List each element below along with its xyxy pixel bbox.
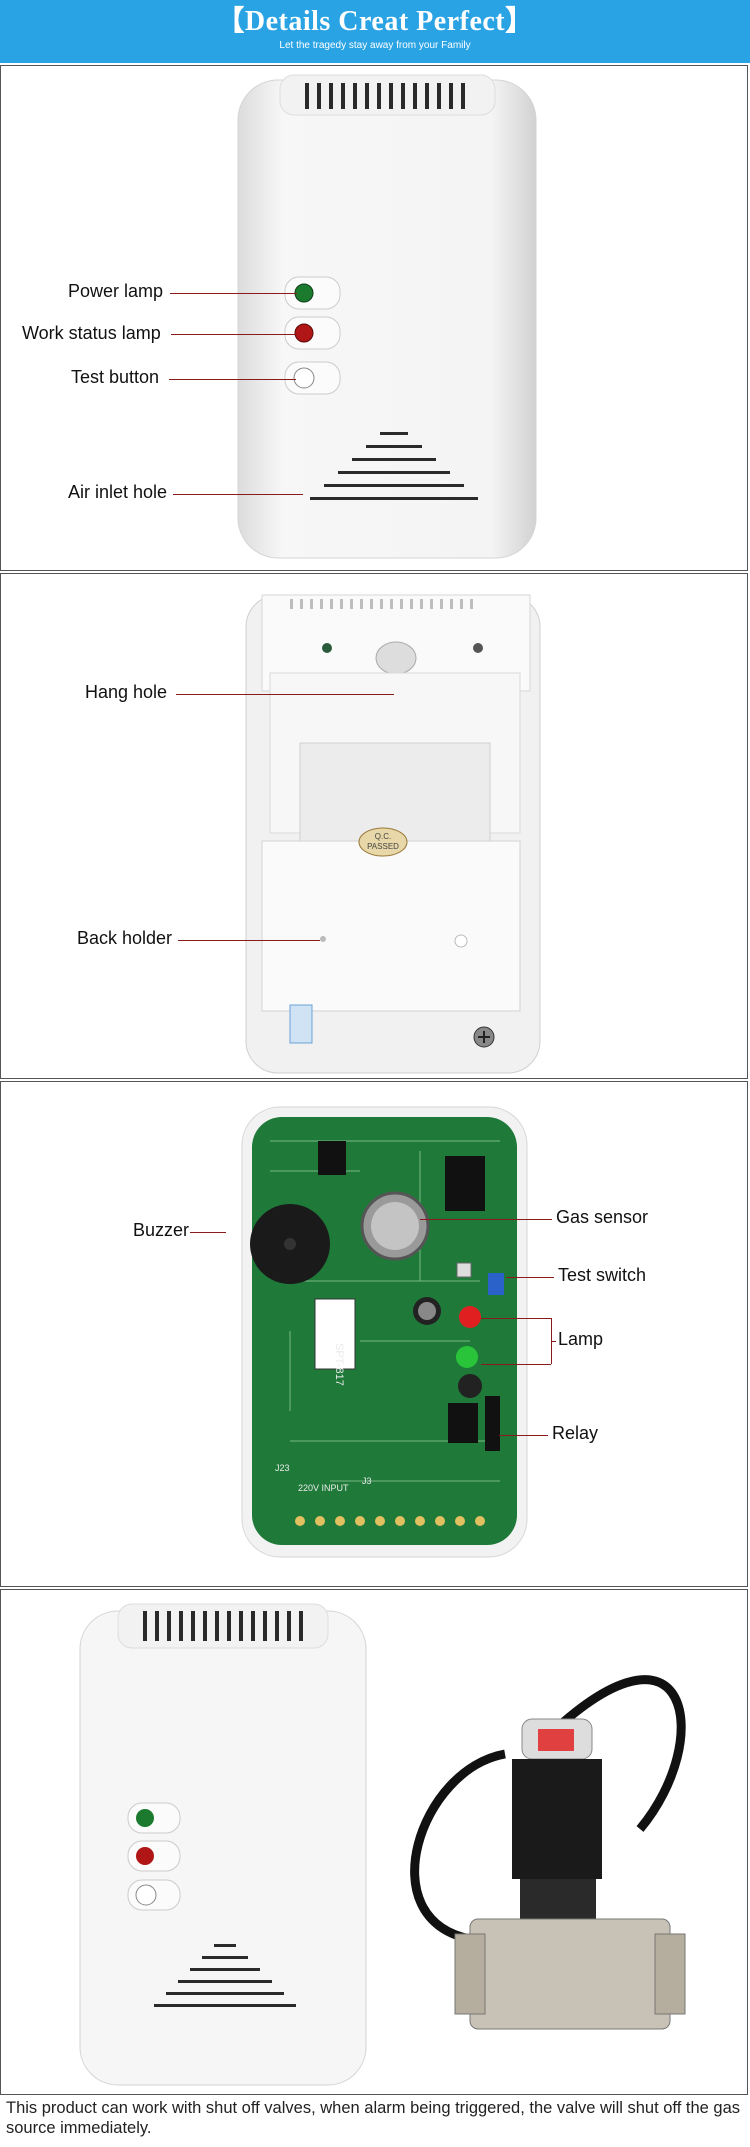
label-work-status-lamp: Work status lamp bbox=[22, 323, 161, 343]
detector-back-image: Q.C. PASSED bbox=[245, 594, 541, 1074]
label-gas-sensor: Gas sensor bbox=[556, 1207, 649, 1227]
leader-lamp-bottom bbox=[481, 1364, 551, 1365]
label-relay: Relay bbox=[552, 1423, 599, 1443]
footer-caption: This product can work with shut off valv… bbox=[6, 2099, 741, 2137]
banner-header: 【Details Creat Perfect】 Let the tragedy … bbox=[0, 0, 750, 63]
leader-buzzer bbox=[190, 1232, 226, 1233]
label-test-button: Test button bbox=[71, 367, 160, 387]
leader-hang-hole bbox=[176, 694, 394, 695]
qc-sticker-line1: Q.C. bbox=[375, 832, 391, 841]
label-test-switch: Test switch bbox=[558, 1265, 647, 1285]
leader-air-inlet-hole bbox=[173, 494, 303, 495]
detector-front-image bbox=[237, 74, 537, 559]
label-hang-hole: Hang hole bbox=[85, 682, 168, 702]
qc-sticker-line2: PASSED bbox=[367, 842, 399, 851]
leader-lamp-top bbox=[481, 1318, 551, 1319]
banner-subtitle: Let the tragedy stay away from your Fami… bbox=[279, 40, 471, 51]
leader-gas-sensor bbox=[420, 1219, 552, 1220]
label-back-holder: Back holder bbox=[77, 928, 173, 948]
pcb-j3-text: J3 bbox=[362, 1476, 372, 1486]
label-power-lamp: Power lamp bbox=[68, 281, 164, 301]
leader-back-holder bbox=[178, 940, 320, 941]
detector-with-valve-image bbox=[79, 1603, 686, 2086]
banner-title: 【Details Creat Perfect】 bbox=[216, 6, 534, 37]
pcb-j23-text: J23 bbox=[275, 1463, 290, 1473]
label-air-inlet-hole: Air inlet hole bbox=[68, 482, 168, 502]
label-lamp: Lamp bbox=[558, 1329, 604, 1349]
leader-test-button bbox=[169, 379, 296, 380]
pcb-image: SPT-817 220V INPUT J23 J3 bbox=[241, 1106, 528, 1558]
leader-test-switch bbox=[506, 1277, 554, 1278]
label-buzzer: Buzzer bbox=[133, 1220, 190, 1240]
pcb-model-text: SPT-817 bbox=[333, 1343, 345, 1386]
leader-power-lamp bbox=[170, 293, 297, 294]
leader-relay bbox=[499, 1435, 548, 1436]
pcb-input-text: 220V INPUT bbox=[298, 1483, 349, 1493]
leader-work-status-lamp bbox=[171, 334, 297, 335]
leader-lamp-stub bbox=[551, 1341, 556, 1342]
